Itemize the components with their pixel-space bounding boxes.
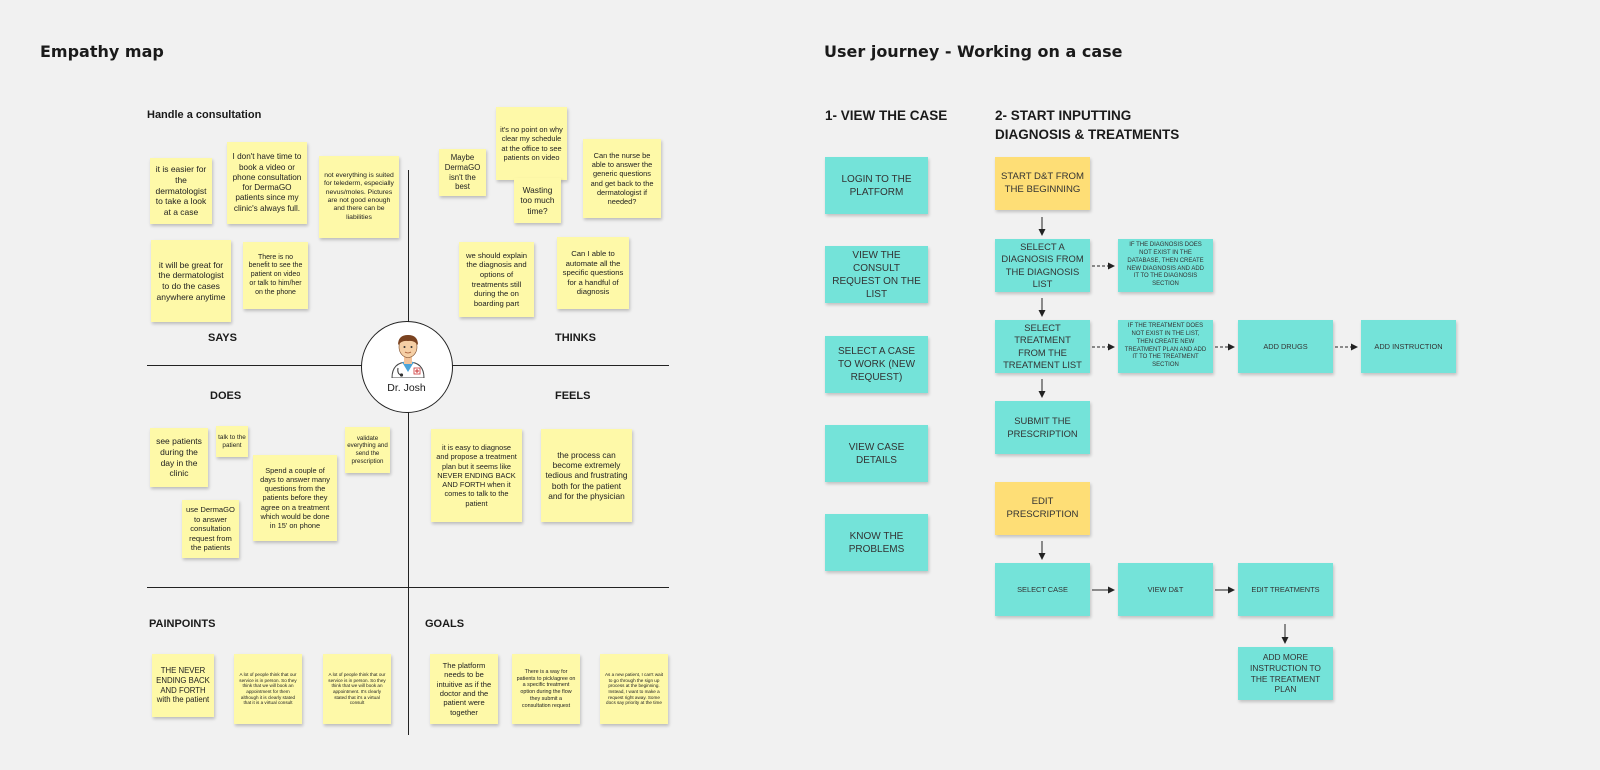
sticky-note[interactable]: it is easy to diagnose and propose a tre… <box>431 429 522 522</box>
sticky-note[interactable]: it is easier for the dermatologist to ta… <box>150 158 212 224</box>
sticky-note[interactable]: use DermaGO to answer consultation reque… <box>182 500 239 558</box>
sticky-note[interactable]: Maybe DermaGO isn't the best <box>439 149 486 196</box>
goals-label: GOALS <box>425 618 465 630</box>
note-diagnosis-missing[interactable]: IF THE DIAGNOSIS DOES NOT EXIST IN THE D… <box>1118 239 1213 292</box>
step-know-problems[interactable]: KNOW THE PROBLEMS <box>825 514 928 571</box>
persona-name: Dr. Josh <box>387 382 426 394</box>
column-title-line: 2- START INPUTTING <box>995 108 1132 123</box>
step-edit-prescription[interactable]: EDIT PRESCRIPTION <box>995 482 1090 535</box>
step-view-dt[interactable]: VIEW D&T <box>1118 563 1213 616</box>
does-label: DOES <box>210 390 242 402</box>
step-edit-treatments[interactable]: EDIT TREATMENTS <box>1238 563 1333 616</box>
sticky-note[interactable]: talk to the patient <box>216 426 248 457</box>
sticky-note[interactable]: Spend a couple of days to answer many qu… <box>253 455 337 541</box>
sticky-note[interactable]: THE NEVER ENDING BACK AND FORTH with the… <box>152 654 214 717</box>
column-title-view-case: 1- VIEW THE CASE <box>825 108 948 123</box>
sticky-note[interactable]: As a new patient, I can't wait to go thr… <box>600 654 668 724</box>
sticky-note[interactable]: The platform needs to be intuitive as if… <box>430 654 498 724</box>
step-start-dt[interactable]: START D&T FROM THE BEGINNING <box>995 157 1090 210</box>
step-select-treatment[interactable]: SELECT TREATMENT FROM THE TREATMENT LIST <box>995 320 1090 373</box>
vertical-axis <box>408 170 409 735</box>
step-view-consult[interactable]: VIEW THE CONSULT REQUEST ON THE LIST <box>825 246 928 303</box>
sticky-note[interactable]: Can the nurse be able to answer the gene… <box>583 139 661 218</box>
user-journey-title: User journey - Working on a case <box>824 42 1123 61</box>
step-select-case[interactable]: SELECT A CASE TO WORK (NEW REQUEST) <box>825 336 928 393</box>
empathy-map-title: Empathy map <box>40 42 164 61</box>
feels-label: FEELS <box>555 390 591 402</box>
sticky-note[interactable]: I don't have time to book a video or pho… <box>227 142 307 224</box>
step-view-details[interactable]: VIEW CASE DETAILS <box>825 425 928 482</box>
step-add-drugs[interactable]: ADD DRUGS <box>1238 320 1333 373</box>
thinks-label: THINKS <box>555 332 596 344</box>
sticky-note[interactable]: There is a way for patients to pick/agre… <box>512 654 580 724</box>
sticky-note[interactable]: There is no benefit to see the patient o… <box>243 242 308 309</box>
sticky-note[interactable]: A lot of people think that our service i… <box>323 654 391 724</box>
note-treatment-missing[interactable]: IF THE TREATMENT DOES NOT EXIST IN THE L… <box>1118 320 1213 373</box>
sticky-note[interactable]: A lot of people think that our service i… <box>234 654 302 724</box>
says-label: SAYS <box>208 332 237 344</box>
persona-circle[interactable]: Dr. Josh <box>361 321 453 413</box>
sticky-note[interactable]: it's no point on why clear my schedule a… <box>496 107 567 180</box>
sticky-note[interactable]: the process can become extremely tedious… <box>541 429 632 522</box>
doctor-avatar-icon <box>391 335 425 378</box>
sticky-note[interactable]: it will be great for the dermatologist t… <box>151 240 231 322</box>
sticky-note[interactable]: not everything is suited for telederm, e… <box>319 156 399 238</box>
empathy-subtitle: Handle a consultation <box>147 109 262 121</box>
sticky-note[interactable]: validate everything and send the prescri… <box>345 427 390 473</box>
step-select-case-edit[interactable]: SELECT CASE <box>995 563 1090 616</box>
step-submit-prescription[interactable]: SUBMIT THE PRESCRIPTION <box>995 401 1090 454</box>
step-login[interactable]: LOGIN TO THE PLATFORM <box>825 157 928 214</box>
column-title-inputting: 2- START INPUTTING DIAGNOSIS & TREATMENT… <box>995 106 1179 144</box>
step-add-instruction[interactable]: ADD INSTRUCTION <box>1361 320 1456 373</box>
sticky-note[interactable]: Can I able to automate all the specific … <box>557 237 629 309</box>
sticky-note[interactable]: Wasting too much time? <box>514 178 561 223</box>
column-title-line: DIAGNOSIS & TREATMENTS <box>995 127 1180 142</box>
step-add-more-instruction[interactable]: ADD MORE INSTRUCTION TO THE TREATMENT PL… <box>1238 647 1333 700</box>
painpoints-label: PAINPOINTS <box>149 618 216 630</box>
step-select-diagnosis[interactable]: SELECT A DIAGNOSIS FROM THE DIAGNOSIS LI… <box>995 239 1090 292</box>
sticky-note[interactable]: see patients during the day in the clini… <box>150 428 208 487</box>
sticky-note[interactable]: we should explain the diagnosis and opti… <box>459 242 534 317</box>
